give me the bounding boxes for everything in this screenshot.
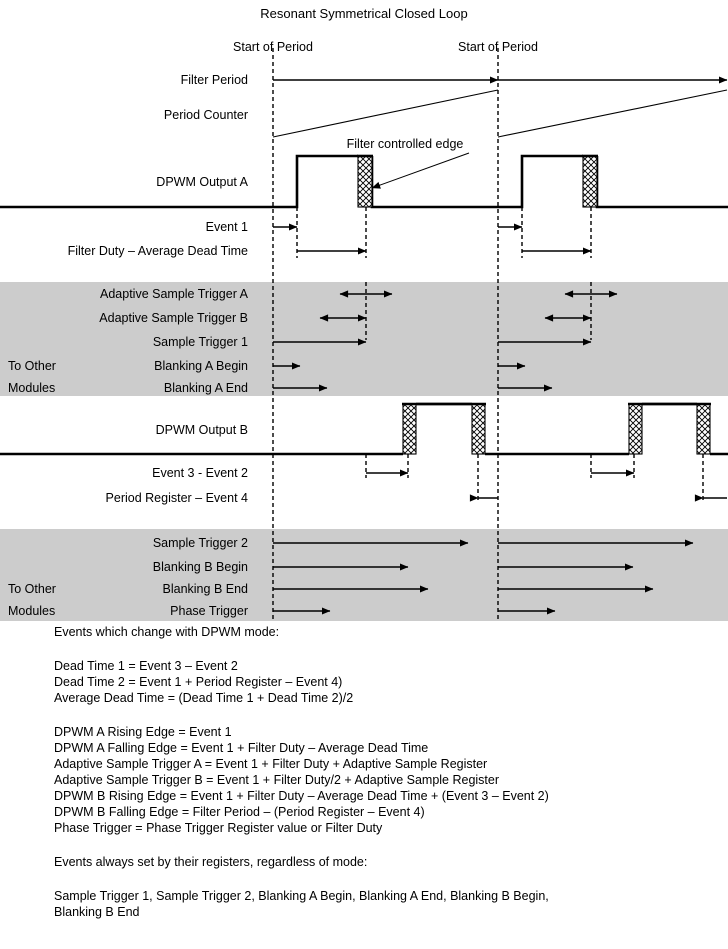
- row-label-sample-trigger-2: Sample Trigger 2: [153, 536, 248, 550]
- row-label-phase-trigger: Phase Trigger: [170, 604, 248, 618]
- dpwm-a-hatch-2: [582, 155, 598, 208]
- note-dpwm-a-rising: DPWM A Rising Edge = Event 1: [54, 725, 232, 739]
- side-labels: To Other Modules To Other Modules: [8, 359, 56, 618]
- row-label-filter-period: Filter Period: [181, 73, 248, 87]
- note-always-line-2: Blanking B End: [54, 905, 140, 919]
- row-label-blanking-b-begin: Blanking B Begin: [153, 560, 248, 574]
- row-label-dpwm-output-a: DPWM Output A: [156, 175, 248, 189]
- period-counter-ramps: [272, 89, 728, 138]
- start-of-period-label-1: Start of Period: [233, 40, 313, 54]
- note-dead-time-1: Dead Time 1 = Event 3 – Event 2: [54, 659, 238, 673]
- note-average-dead-time: Average Dead Time = (Dead Time 1 + Dead …: [54, 691, 353, 705]
- start-of-period-label-2: Start of Period: [458, 40, 538, 54]
- dpwm-a-hatch-1: [357, 155, 373, 208]
- to-other-modules-2-line1: To Other: [8, 582, 56, 596]
- to-other-modules-1-line2: Modules: [8, 381, 55, 395]
- to-other-modules-1-line1: To Other: [8, 359, 56, 373]
- dpwm-b-hatch-fall-1: [471, 403, 486, 455]
- to-other-modules-2-line2: Modules: [8, 604, 55, 618]
- note-phase-trigger: Phase Trigger = Phase Trigger Register v…: [54, 821, 383, 835]
- note-adaptive-sample-b: Adaptive Sample Trigger B = Event 1 + Fi…: [54, 773, 499, 787]
- notes-heading-2: Events always set by their registers, re…: [54, 855, 367, 869]
- filter-controlled-edge-annotation: Filter controlled edge: [347, 137, 470, 189]
- row-label-adaptive-sample-a: Adaptive Sample Trigger A: [100, 287, 249, 301]
- notes-block: Events which change with DPWM mode: Dead…: [54, 625, 549, 919]
- note-dpwm-b-falling: DPWM B Falling Edge = Filter Period – (P…: [54, 805, 425, 819]
- band-lower: [0, 529, 728, 621]
- row-label-sample-trigger-1: Sample Trigger 1: [153, 335, 248, 349]
- row-label-event-1: Event 1: [206, 220, 248, 234]
- row-label-event-3-event-2: Event 3 - Event 2: [152, 466, 248, 480]
- note-dpwm-a-falling: DPWM A Falling Edge = Event 1 + Filter D…: [54, 741, 428, 755]
- dpwm-b-hatch-fall-2: [696, 403, 711, 455]
- dpwm-output-b-waveform: [0, 402, 728, 456]
- row-label-period-register-e4: Period Register – Event 4: [106, 491, 248, 505]
- note-always-line-1: Sample Trigger 1, Sample Trigger 2, Blan…: [54, 889, 549, 903]
- dpwm-b-trace: [0, 402, 728, 456]
- diagram-title: Resonant Symmetrical Closed Loop: [260, 6, 467, 21]
- row-label-period-counter: Period Counter: [164, 108, 248, 122]
- period-boundary-lines: [272, 48, 499, 621]
- row-label-blanking-a-end: Blanking A End: [164, 381, 248, 395]
- dpwm-b-hatch-rise-2: [628, 403, 643, 455]
- filter-controlled-edge-label: Filter controlled edge: [347, 137, 464, 151]
- background-bands: [0, 282, 728, 621]
- dpwm-b-hatch-rise-1: [402, 403, 417, 455]
- notes-heading-1: Events which change with DPWM mode:: [54, 625, 279, 639]
- note-adaptive-sample-a: Adaptive Sample Trigger A = Event 1 + Fi…: [54, 757, 487, 771]
- dpwm-b-reference-dashes: [365, 454, 704, 502]
- row-label-blanking-b-end: Blanking B End: [163, 582, 249, 596]
- row-label-adaptive-sample-b: Adaptive Sample Trigger B: [99, 311, 248, 325]
- row-label-filter-duty-adt: Filter Duty – Average Dead Time: [68, 244, 248, 258]
- row-label-dpwm-output-b: DPWM Output B: [156, 423, 248, 437]
- dpwm-output-a-waveform: [0, 154, 728, 209]
- filter-controlled-edge-leader: [371, 152, 470, 189]
- row-label-blanking-a-begin: Blanking A Begin: [154, 359, 248, 373]
- period-counter-ramp-2: [497, 89, 728, 138]
- note-dead-time-2: Dead Time 2 = Event 1 + Period Register …: [54, 675, 342, 689]
- note-dpwm-b-rising: DPWM B Rising Edge = Event 1 + Filter Du…: [54, 789, 549, 803]
- row-labels: Filter Period Period Counter DPWM Output…: [68, 73, 249, 618]
- period-counter-ramp-1: [272, 89, 499, 138]
